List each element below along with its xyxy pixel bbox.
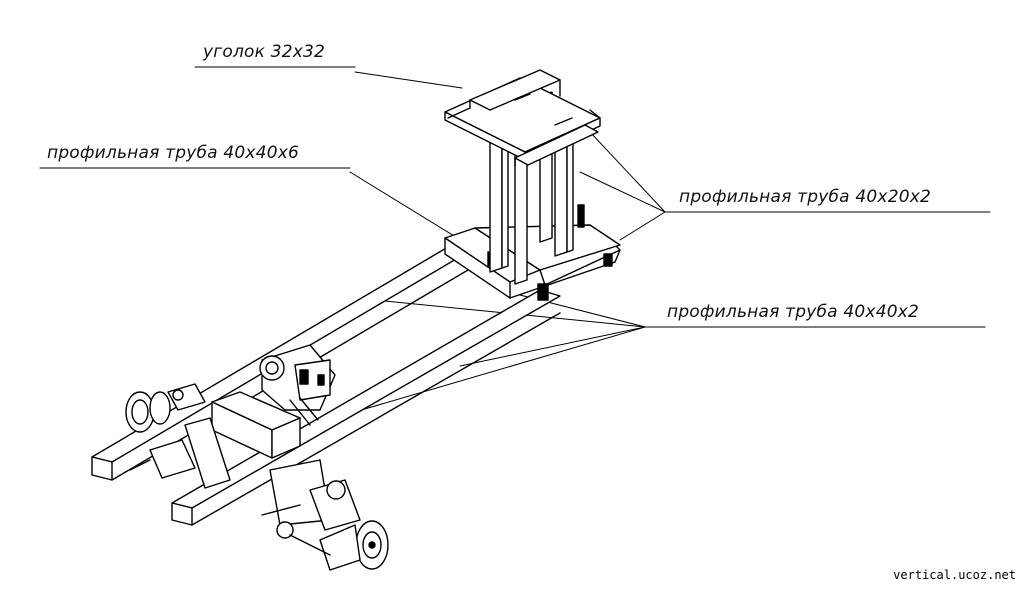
hitch-assembly — [260, 345, 335, 425]
leader-lines — [40, 67, 990, 425]
front-axle-right — [262, 480, 388, 570]
rear-cross-frame — [445, 225, 620, 300]
front-axle-left — [126, 384, 205, 478]
top-platform — [445, 70, 600, 166]
label-tube-40x40x2: профильная труба 40x40x2 — [667, 302, 919, 322]
leader-angle — [355, 72, 462, 88]
label-tube-40x40x6: профильная труба 40x40x6 — [47, 143, 299, 163]
leader-40x40x2-b — [460, 327, 645, 366]
label-tube-40x20x2: профильная труба 40x20x2 — [679, 187, 931, 207]
leader-40x40x2-d — [310, 327, 645, 425]
watermark-text: vertical.ucoz.net — [893, 568, 1016, 582]
leader-40x20x2-c — [620, 212, 665, 240]
label-angle-32x32: уголок 32x32 — [203, 42, 326, 62]
leader-40x20x2-b — [580, 172, 665, 212]
